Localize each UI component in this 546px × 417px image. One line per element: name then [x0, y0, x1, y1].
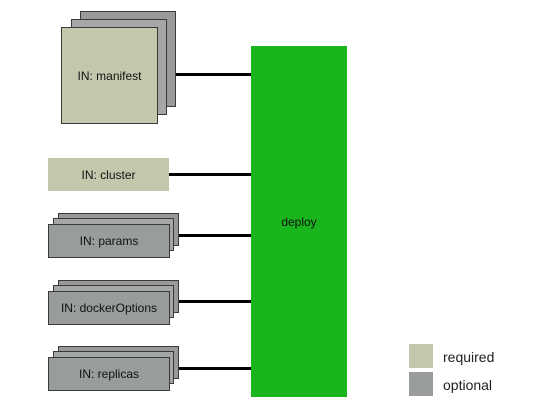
connector-replicas — [170, 367, 251, 370]
input-params-label: IN: params — [79, 234, 139, 248]
input-docker-options-label: IN: dockerOptions — [60, 301, 158, 315]
input-manifest-box[interactable]: IN: manifest — [61, 27, 158, 124]
legend-optional-swatch — [409, 372, 433, 396]
legend-required-swatch — [409, 344, 433, 368]
input-cluster-label: IN: cluster — [81, 167, 136, 182]
input-cluster-box[interactable]: IN: cluster — [48, 158, 169, 191]
deploy-process-label: deploy — [281, 215, 317, 229]
input-replicas-label: IN: replicas — [78, 367, 140, 381]
connector-cluster — [169, 173, 251, 176]
connector-docker-options — [170, 300, 251, 303]
connector-manifest — [158, 73, 251, 76]
input-replicas-box[interactable]: IN: replicas — [48, 357, 170, 391]
legend-required-label: required — [443, 349, 495, 365]
connector-params — [170, 234, 251, 237]
legend-optional-label: optional — [443, 377, 493, 393]
input-params-box[interactable]: IN: params — [48, 224, 170, 258]
deploy-process-box[interactable]: deploy — [251, 46, 347, 397]
input-manifest-label: IN: manifest — [77, 68, 142, 83]
input-docker-options-box[interactable]: IN: dockerOptions — [48, 291, 170, 325]
